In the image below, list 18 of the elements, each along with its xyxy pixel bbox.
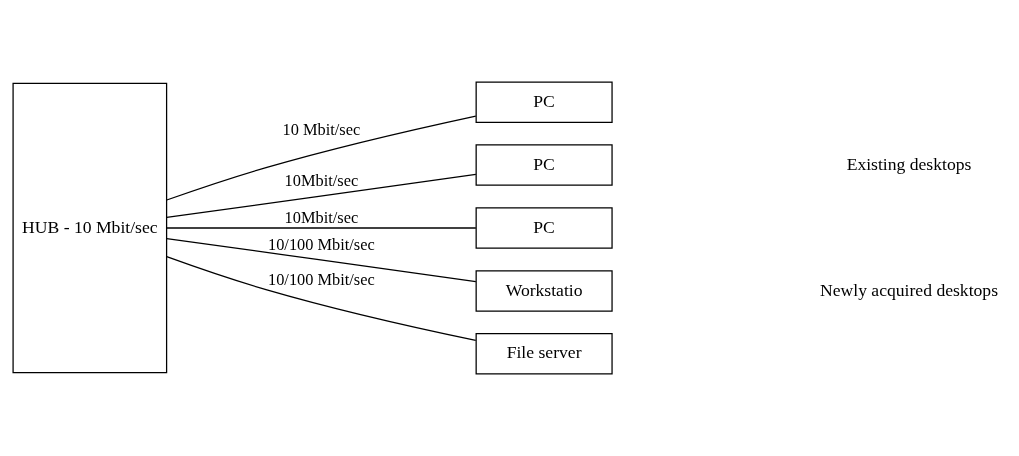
edge-label: 10Mbit/sec xyxy=(284,208,359,228)
node-box: File server xyxy=(475,333,613,375)
connector xyxy=(166,173,477,219)
node-box: PC xyxy=(475,81,613,123)
node-box: Workstatio xyxy=(475,270,613,312)
node-box: HUB - 10 Mbit/sec xyxy=(12,82,168,374)
connector xyxy=(166,227,477,229)
edge-label: 10/100 Mbit/sec xyxy=(268,234,375,254)
edge-label: 10 Mbit/sec xyxy=(282,120,361,140)
label: Existing desktops xyxy=(846,153,972,174)
edge-label: 10/100 Mbit/sec xyxy=(268,270,375,290)
connector xyxy=(166,256,477,342)
connector xyxy=(166,115,477,201)
edge-label: 10Mbit/sec xyxy=(284,170,359,190)
label: Newly acquired desktops xyxy=(820,279,999,300)
node-box: PC xyxy=(475,207,613,249)
connector xyxy=(166,237,477,283)
node-box: PC xyxy=(475,144,613,186)
